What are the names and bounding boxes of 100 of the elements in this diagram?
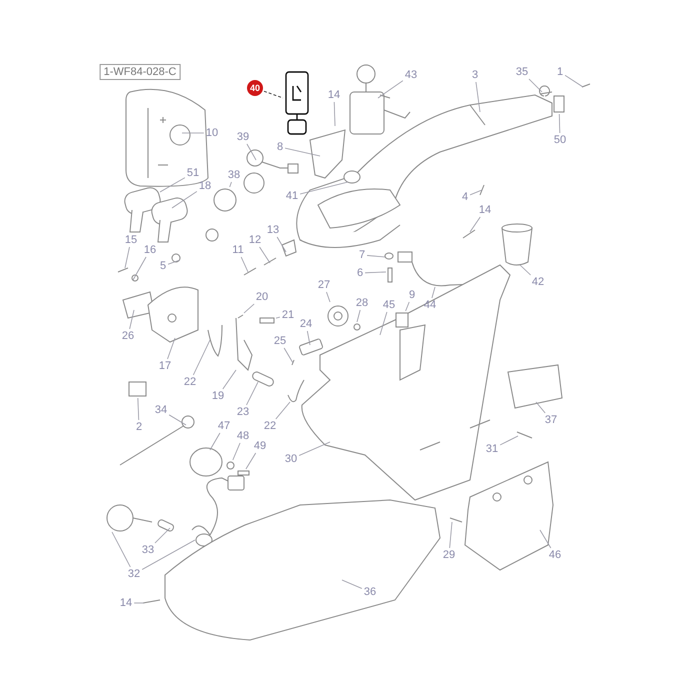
leader-line	[476, 82, 480, 112]
leader-line	[536, 402, 546, 414]
leader-line	[366, 255, 386, 258]
callout-number: 9	[408, 289, 416, 301]
callout-number: 3	[470, 69, 480, 81]
leader-line	[246, 382, 258, 406]
callout-number: 23	[236, 406, 250, 418]
leader-line	[132, 256, 146, 280]
callout-number: 48	[236, 430, 250, 442]
callout-number: 31	[484, 443, 500, 455]
callout-number: 6	[356, 267, 364, 279]
callout-number: 14	[478, 204, 492, 216]
leader-line	[470, 216, 481, 232]
leader-line	[528, 78, 542, 92]
callout-number: 24	[298, 318, 314, 330]
drawing-number: 1-WF84-028-C	[100, 64, 180, 80]
leader-line	[300, 182, 348, 194]
leader-line	[222, 370, 236, 390]
part-drawing	[395, 312, 409, 328]
callout-number: 20	[254, 291, 270, 303]
leader-line	[520, 264, 531, 276]
callout-number: 14	[326, 89, 342, 101]
leader-line	[259, 246, 270, 264]
leader-line	[306, 330, 310, 346]
leader-line	[112, 532, 131, 568]
leader-line	[334, 102, 336, 126]
leader-line	[168, 260, 180, 265]
callout-number: 13	[266, 224, 280, 236]
callout-number: 15	[124, 234, 138, 246]
callout-number: 47	[216, 420, 232, 432]
leader-line	[284, 148, 320, 156]
callout-number: 22	[262, 420, 278, 432]
callout-number: 51	[186, 167, 200, 179]
callout-number: 28	[354, 297, 370, 309]
leader-line	[142, 540, 196, 570]
callout-number: 43	[404, 69, 418, 81]
callout-number: 49	[252, 440, 268, 452]
callout-number: 25	[272, 335, 288, 347]
callout-number: 21	[280, 309, 296, 321]
callout-number: 45	[382, 299, 396, 311]
leader-line	[449, 522, 452, 548]
rocker-switch-drawing	[284, 70, 310, 136]
part-drawing	[553, 95, 565, 113]
callout-number: 22	[182, 376, 198, 388]
ring-part-drawing	[213, 188, 237, 212]
callout-number: 11	[231, 244, 245, 256]
callout-number: 17	[158, 360, 172, 372]
leader-line	[229, 182, 232, 188]
leader-line	[284, 348, 294, 364]
callout-number: 41	[284, 190, 300, 202]
leader-line	[342, 580, 362, 589]
callout-number: 34	[154, 404, 168, 416]
ring-part-drawing	[226, 461, 235, 470]
leader-line	[540, 530, 552, 548]
part-drawing	[128, 381, 147, 397]
callout-number: 46	[548, 549, 562, 561]
leader-line	[168, 414, 186, 426]
callout-number: 32	[126, 568, 142, 580]
highlighted-callout-number: 40	[247, 80, 263, 96]
callout-number: 27	[316, 279, 332, 291]
part-drawing	[237, 470, 250, 476]
leader-line	[154, 528, 170, 544]
leader-line	[246, 452, 256, 470]
callout-number: 30	[284, 453, 298, 465]
leader-line	[326, 292, 330, 302]
leader-line	[160, 177, 186, 192]
leader-line	[275, 402, 290, 420]
callout-number: 42	[530, 276, 546, 288]
part-drawing	[259, 317, 275, 324]
callout-number: 18	[198, 180, 212, 192]
callout-number: 16	[142, 244, 158, 256]
leader-line	[124, 246, 130, 268]
callout-number: 5	[158, 260, 168, 272]
callout-number: 14	[118, 597, 134, 609]
leader-line	[364, 272, 386, 274]
callout-number: 1	[556, 66, 564, 78]
leader-line	[182, 132, 204, 134]
leader-line	[276, 236, 286, 252]
leader-line	[378, 80, 404, 98]
leader-line	[137, 398, 140, 420]
leader-line	[500, 436, 518, 446]
callout-number: 19	[210, 390, 226, 402]
callout-number: 37	[544, 414, 558, 426]
leader-line	[298, 442, 330, 456]
leader-line	[405, 302, 410, 312]
leader-line	[564, 74, 584, 88]
leader-line	[246, 144, 256, 160]
leader-line	[129, 310, 134, 330]
callout-number: 44	[422, 299, 438, 311]
callout-number: 35	[514, 66, 530, 78]
leader-line	[210, 432, 220, 450]
leader-line	[172, 191, 198, 208]
callout-number: 38	[226, 169, 242, 181]
callout-number: 50	[552, 134, 568, 146]
callout-number: 26	[120, 330, 136, 342]
leader-line	[232, 442, 240, 460]
leader-line	[134, 602, 144, 604]
leader-line	[470, 190, 482, 196]
callout-number: 7	[358, 249, 366, 261]
callout-number: 29	[442, 549, 456, 561]
